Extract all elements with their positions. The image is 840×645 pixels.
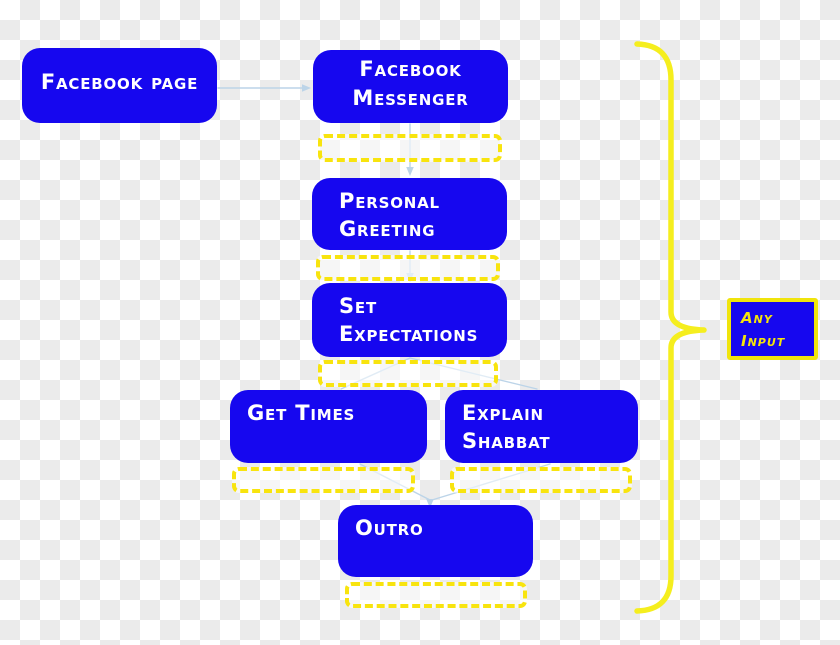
arrowhead-down-icon [406, 167, 414, 176]
grouping-bracket [634, 41, 707, 614]
node-explain-shabbat: Explain Shabbat [445, 390, 638, 463]
node-label: Any Input [741, 309, 786, 351]
node-label: Personal Greeting [339, 189, 440, 242]
node-label: Facebook page [40, 70, 199, 95]
arrowhead-right-icon [302, 84, 311, 92]
node-facebook-messenger: Facebook Messenger [313, 50, 508, 123]
node-label: Explain Shabbat [462, 401, 551, 454]
node-label: Set Expectations [339, 294, 479, 347]
node-outro: Outro [338, 505, 533, 577]
node-label: Outro [355, 516, 424, 540]
placeholder-slot [316, 255, 500, 281]
node-personal-greeting: Personal Greeting [312, 178, 507, 250]
node-facebook-page: Facebook page [22, 48, 217, 123]
placeholder-slot [318, 134, 502, 162]
node-set-expectations: Set Expectations [312, 283, 507, 357]
node-label: Facebook Messenger [352, 57, 469, 110]
node-label: Get Times [247, 401, 356, 425]
placeholder-slot [450, 467, 632, 493]
node-get-times: Get Times [230, 390, 427, 463]
placeholder-slot [232, 467, 415, 493]
placeholder-slot [345, 582, 527, 608]
placeholder-slot [318, 360, 498, 387]
node-any-input: Any Input [727, 298, 818, 360]
